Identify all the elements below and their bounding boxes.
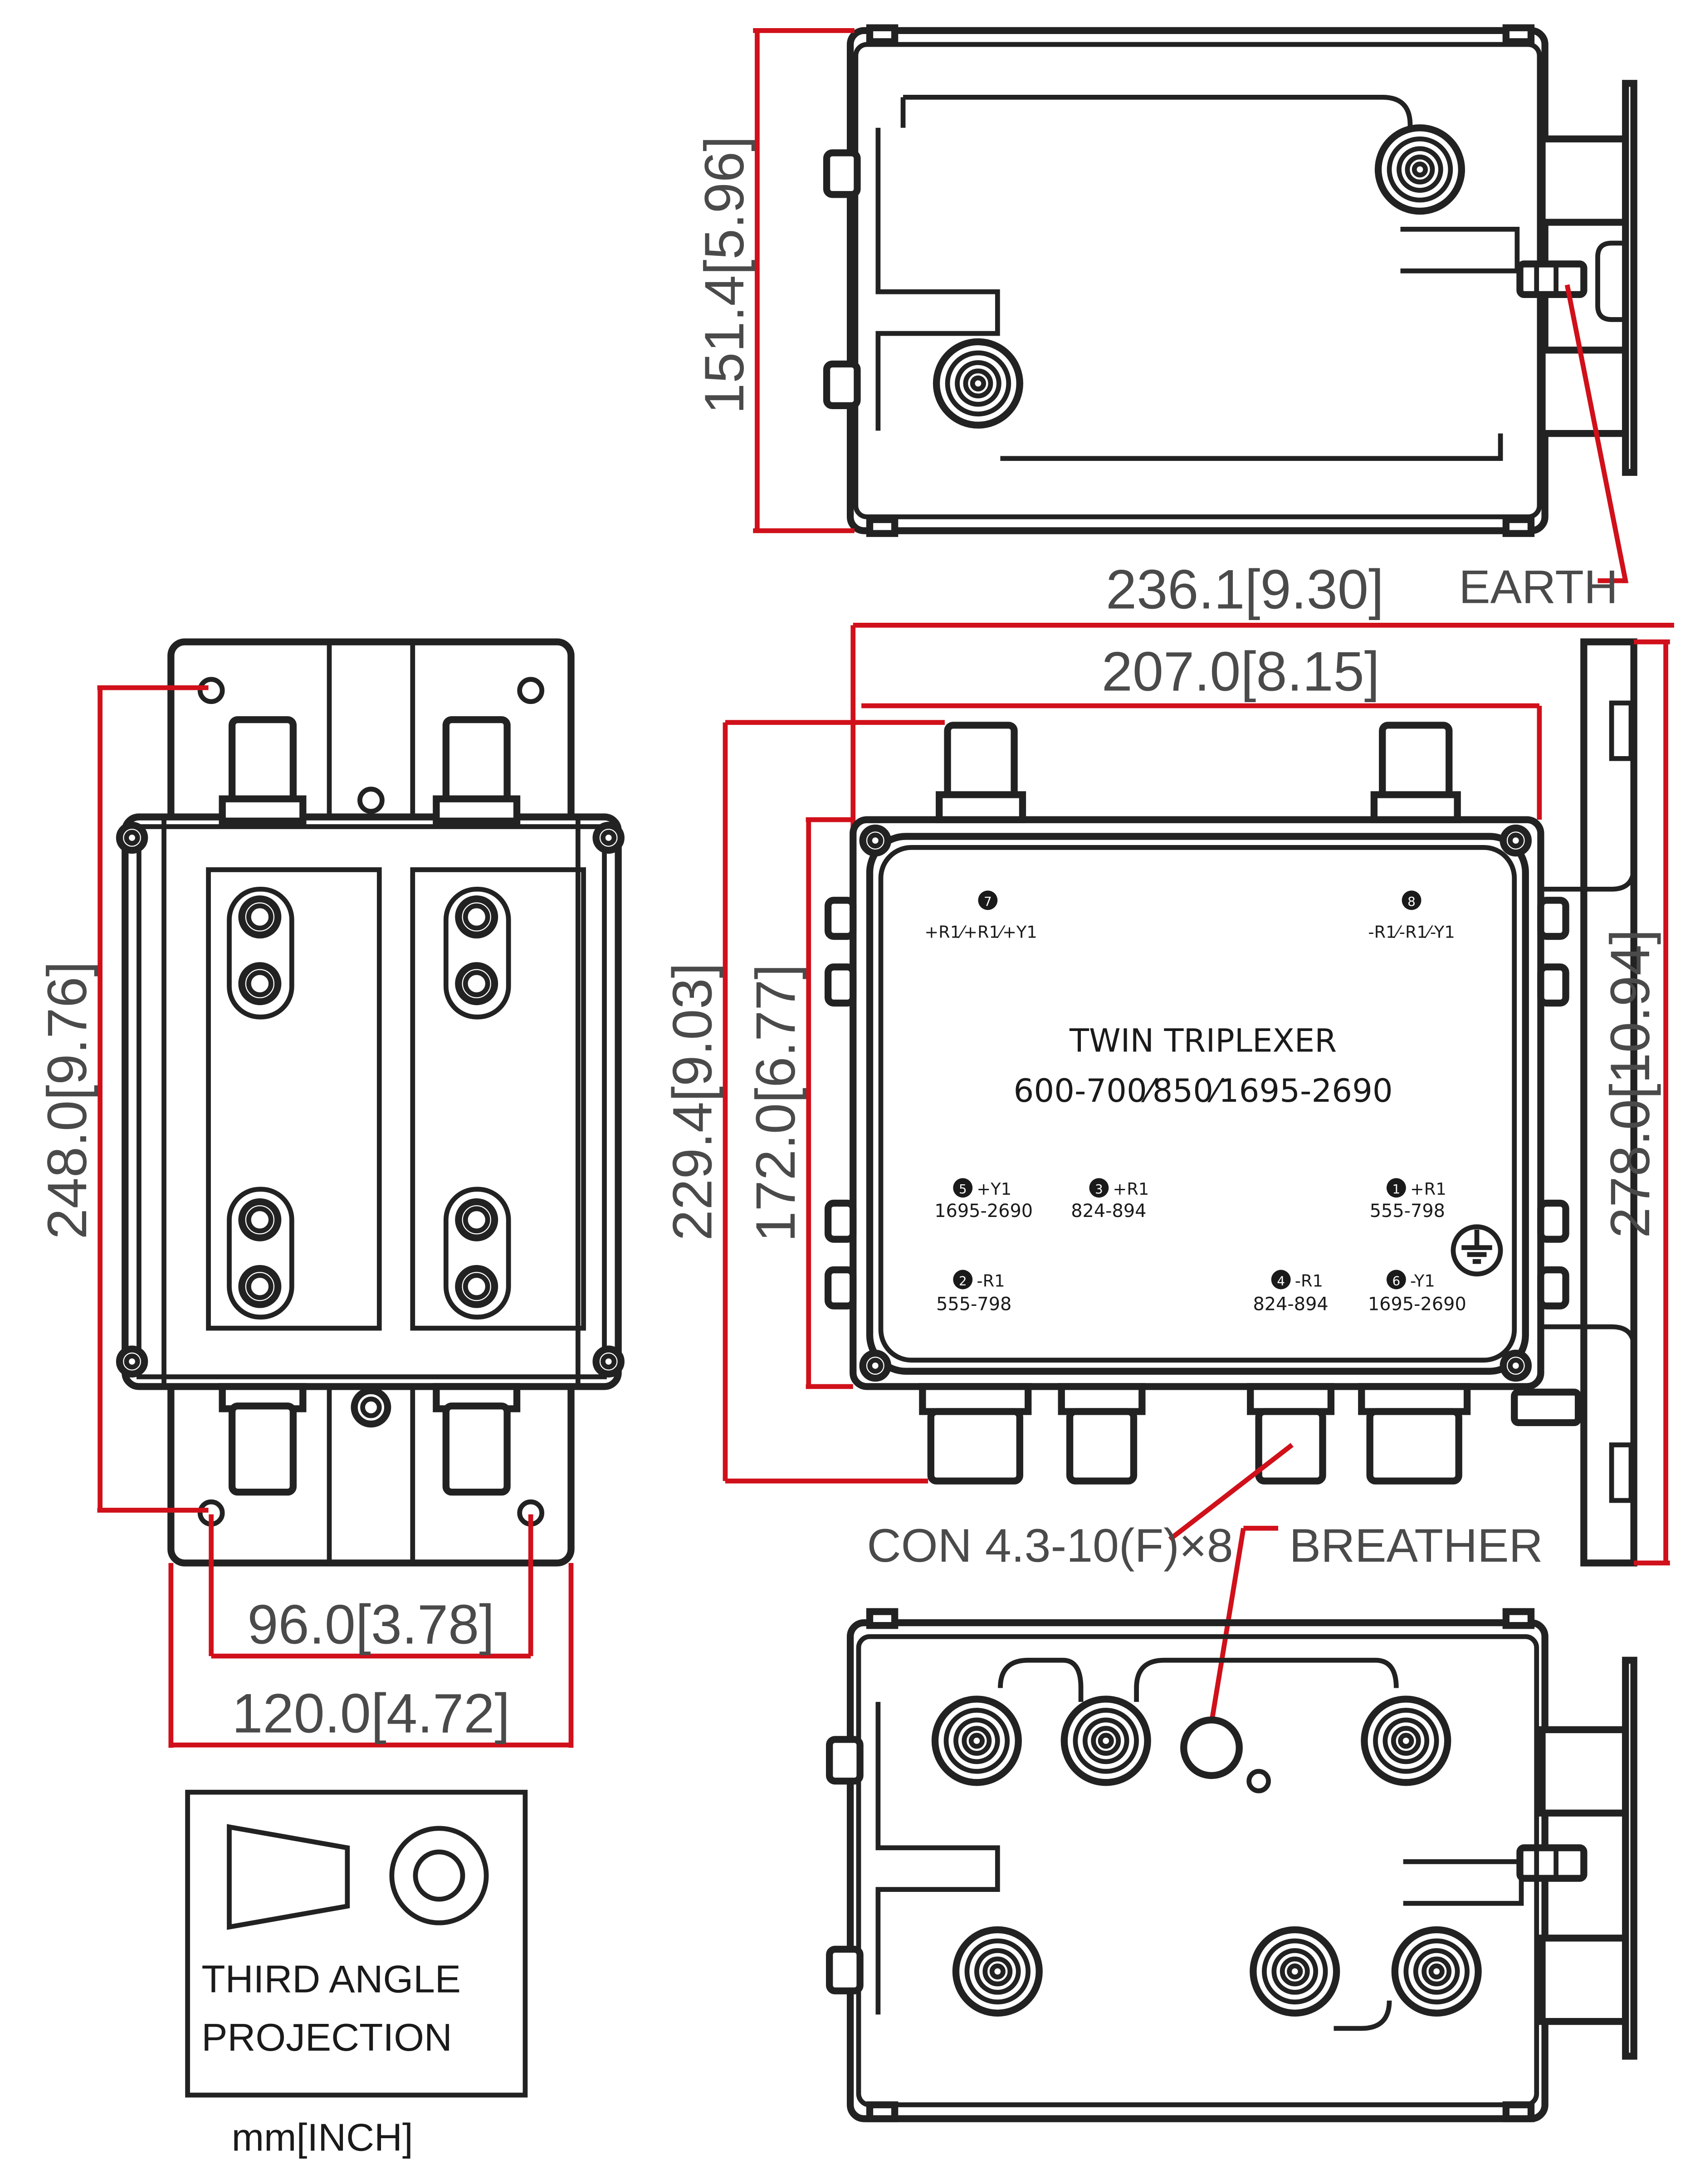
port-7: 7 +R1⁄+R1⁄+Y1 [924,890,1037,942]
port-4-name: -R1 [1295,1271,1323,1290]
port-2-number: 2 [959,1274,967,1288]
dim-bracket-height: 278.0[10.94] [1599,639,1670,1566]
dim-left-height-text: 248.0[9.76] [36,961,98,1239]
dim-top-height-text: 151.4[5.96] [693,136,755,414]
front-view [824,638,1637,1567]
dim-hole-spacing: 96.0[3.78] [209,1514,533,1659]
port-5-number: 5 [959,1182,967,1197]
port-8-number: 8 [1407,894,1416,909]
port-3: 3 +R1 824-894 [1071,1178,1149,1221]
side-view [120,638,621,1567]
port-6: 6 -Y1 1695-2690 [1368,1270,1466,1314]
connector-callout: CON 4.3-10(F)×8 [867,1443,1294,1572]
port-8-name: -R1⁄-R1⁄-Y1 [1368,923,1455,942]
port-1: 1 +R1 555-798 [1370,1178,1446,1221]
breather-callout: BREATHER [1209,1520,1543,1723]
dim-overall-length: 236.1[9.30] [850,558,1674,831]
port-4: 4 -R1 824-894 [1253,1270,1329,1314]
port-1-name: +R1 [1410,1179,1446,1199]
bottom-view [826,1608,1637,2122]
dim-top-height: 151.4[5.96] [693,28,855,533]
port-3-number: 3 [1095,1182,1103,1197]
earth-label: EARTH [1459,561,1618,613]
panel-title: TWIN TRIPLEXER [1069,1022,1337,1060]
dim-front-total-text: 229.4[9.03] [661,963,723,1241]
projection-line1: THIRD ANGLE [201,1957,461,2001]
dim-left-height: 248.0[9.76] [36,685,209,1513]
projection-box: THIRD ANGLE PROJECTION mm[INCH] [185,1789,528,2159]
port-8: 8 -R1⁄-R1⁄-Y1 [1368,890,1455,942]
port-3-name: +R1 [1113,1179,1149,1199]
panel-bands: 600-700⁄850⁄1695-2690 [1014,1072,1393,1109]
port-1-range: 555-798 [1370,1201,1445,1221]
top-view [823,24,1637,583]
panel-label: TWIN TRIPLEXER 600-700⁄850⁄1695-2690 [1014,1022,1393,1109]
breather-label: BREATHER [1290,1520,1543,1572]
dim-hole-spacing-text: 96.0[3.78] [247,1593,494,1656]
port-4-range: 824-894 [1253,1294,1328,1314]
dim-overall-length-text: 236.1[9.30] [1106,558,1384,621]
dim-bracket-height-text: 278.0[10.94] [1599,929,1661,1238]
dim-front-body: 172.0[6.77] [744,817,853,1389]
port-5-range: 1695-2690 [934,1201,1033,1221]
dim-body-length: 207.0[8.15] [861,640,1542,820]
dim-bracket-width-text: 120.0[4.72] [232,1682,510,1744]
port-2-name: -R1 [977,1271,1005,1290]
port-2: 2 -R1 555-798 [936,1270,1011,1314]
port-5-name: +Y1 [977,1179,1011,1199]
port-3-range: 824-894 [1071,1201,1146,1221]
dim-bracket-width: 120.0[4.72] [168,1563,574,1748]
port-7-name: +R1⁄+R1⁄+Y1 [924,923,1037,942]
units-label: mm[INCH] [232,2116,413,2159]
port-2-range: 555-798 [936,1294,1011,1314]
port-1-number: 1 [1392,1182,1401,1197]
dim-body-length-text: 207.0[8.15] [1102,640,1380,702]
port-4-number: 4 [1277,1274,1285,1288]
connector-label: CON 4.3-10(F)×8 [867,1520,1233,1572]
port-5: 5 +Y1 1695-2690 [934,1178,1033,1221]
port-7-number: 7 [984,894,992,909]
dim-front-total: 229.4[9.03] [661,720,945,1484]
port-6-name: -Y1 [1410,1271,1435,1290]
projection-line2: PROJECTION [201,2016,452,2059]
dim-front-body-text: 172.0[6.77] [744,964,806,1242]
earth-callout: EARTH [1459,561,1626,613]
port-6-range: 1695-2690 [1368,1294,1466,1314]
port-6-number: 6 [1392,1274,1401,1288]
